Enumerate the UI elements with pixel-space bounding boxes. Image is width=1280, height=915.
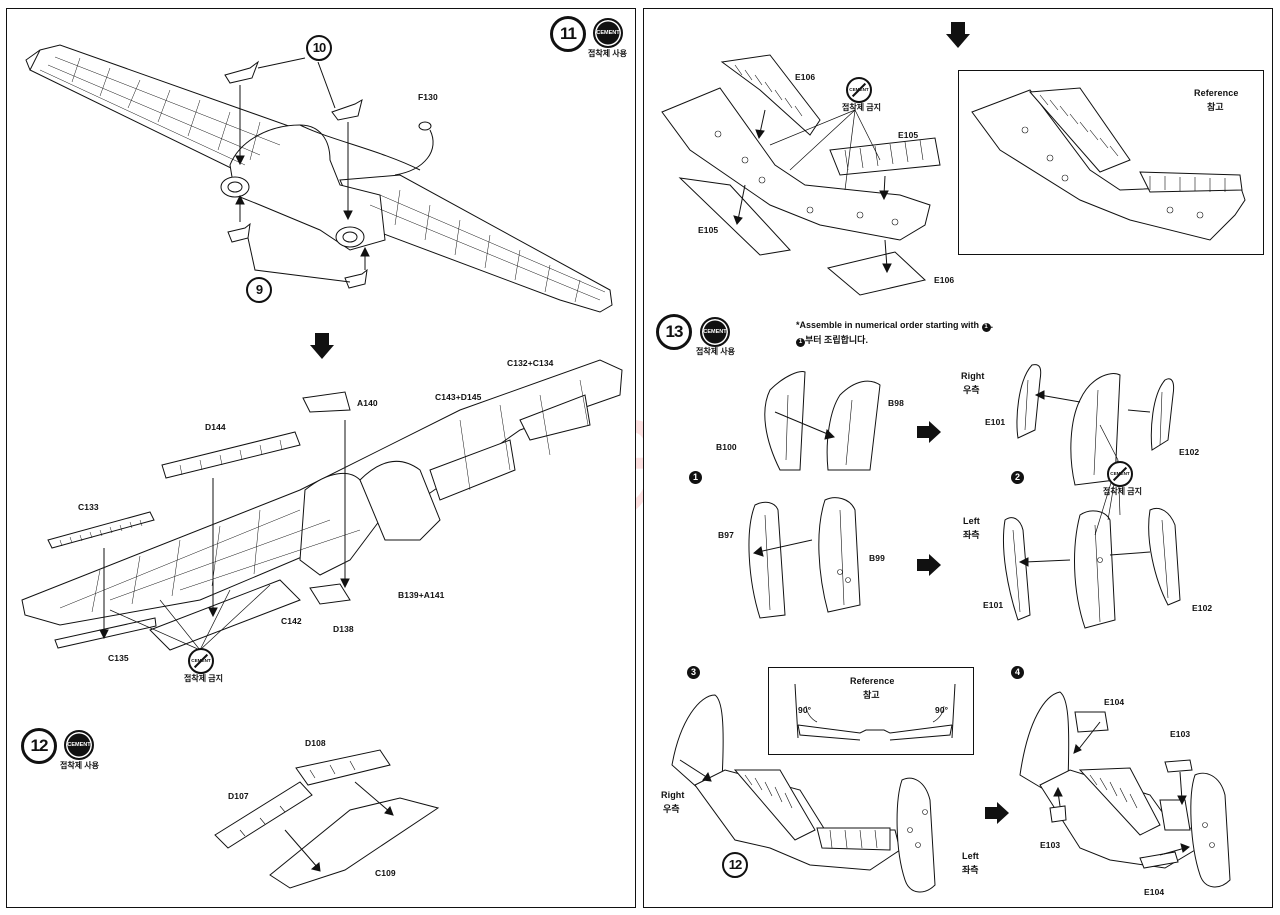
part-label-E104-bottom: E104 <box>1144 887 1165 897</box>
part-label-B97: B97 <box>718 530 734 540</box>
reference-box <box>958 70 1264 255</box>
right-arrow-icon <box>917 554 941 576</box>
part-label-B100: B100 <box>716 442 737 452</box>
bullet-1-icon: 1 <box>689 471 702 484</box>
step-12-number: 12 <box>21 728 57 764</box>
part-label-D138: D138 <box>333 624 354 634</box>
step-13-number: 13 <box>656 314 692 350</box>
cement-icon: CEMENT <box>64 730 94 760</box>
substep-9-number: 9 <box>246 277 272 303</box>
reference-title: Reference <box>1194 88 1239 98</box>
part-label-E103-top: E103 <box>1170 729 1191 739</box>
part-label-C132-C134: C132+C134 <box>507 358 554 368</box>
left-label-top-ko: 좌측 <box>963 530 980 540</box>
part-label-D108: D108 <box>305 738 326 748</box>
part-label-E105-left: E105 <box>698 225 719 235</box>
bullet-4-icon: 4 <box>1011 666 1024 679</box>
cement-caption: 접착제 사용 <box>60 761 100 770</box>
bullet-1-icon: 1 <box>981 323 991 332</box>
part-label-C135: C135 <box>108 653 129 663</box>
no-cement-caption: 접착제 금지 <box>1103 487 1143 496</box>
part-label-C109: C109 <box>375 868 396 878</box>
left-label-top: Left <box>963 516 980 526</box>
part-label-B139-A141: B139+A141 <box>398 590 445 600</box>
next-arrow-down-icon <box>310 333 334 359</box>
part-label-A140: A140 <box>357 398 378 408</box>
cement-caption: 접착제 사용 <box>696 347 736 356</box>
part-label-F130: F130 <box>418 92 438 102</box>
no-cement-icon: CEMENT <box>1107 461 1133 487</box>
left-label-bottom-ko: 좌측 <box>962 865 979 875</box>
part-label-E105-right: E105 <box>898 130 919 140</box>
step-11-number: 11 <box>550 16 586 52</box>
cement-icon: CEMENT <box>700 317 730 347</box>
cement-icon: CEMENT <box>593 18 623 48</box>
part-label-E101-bottom: E101 <box>983 600 1004 610</box>
part-label-B98: B98 <box>888 398 904 408</box>
right-arrow-icon <box>917 421 941 443</box>
substep-12-number: 12 <box>722 852 748 878</box>
part-label-C142: C142 <box>281 616 302 626</box>
substep-10-number: 10 <box>306 35 332 61</box>
left-label-bottom: Left <box>962 851 979 861</box>
right-label-bottom-ko: 우측 <box>663 804 680 814</box>
right-arrow-icon <box>985 802 1009 824</box>
angle-label-left: 90° <box>798 705 812 715</box>
reference-angle-subtitle: 참고 <box>863 690 880 700</box>
part-label-C133: C133 <box>78 502 99 512</box>
part-label-D107: D107 <box>228 791 249 801</box>
part-label-E102-top: E102 <box>1179 447 1200 457</box>
part-label-E102-bottom: E102 <box>1192 603 1213 613</box>
part-label-D144: D144 <box>205 422 226 432</box>
bullet-3-icon: 3 <box>687 666 700 679</box>
part-label-E106-top: E106 <box>795 72 816 82</box>
next-arrow-down-icon <box>946 22 970 48</box>
part-label-C143-D145: C143+D145 <box>435 392 482 402</box>
no-cement-caption: 접착제 금지 <box>184 674 224 683</box>
reference-angle-title: Reference <box>850 676 895 686</box>
assembly-note-line1: *Assemble in numerical order starting wi… <box>796 320 994 332</box>
no-cement-icon: CEMENT <box>188 648 214 674</box>
bullet-2-icon: 2 <box>1011 471 1024 484</box>
part-label-E103-bottom: E103 <box>1040 840 1061 850</box>
part-label-E106-bottom: E106 <box>934 275 955 285</box>
no-cement-icon: CEMENT <box>846 77 872 103</box>
cement-caption: 접착제 사용 <box>588 49 628 58</box>
right-label-top-ko: 우측 <box>963 385 980 395</box>
bullet-1-icon: 1 <box>796 338 805 347</box>
right-label-top: Right <box>961 371 985 381</box>
right-label-bottom: Right <box>661 790 685 800</box>
part-label-E101-top: E101 <box>985 417 1006 427</box>
reference-angle-box <box>768 667 974 755</box>
angle-label-right: 90° <box>935 705 949 715</box>
part-label-B99: B99 <box>869 553 885 563</box>
part-label-E104-top: E104 <box>1104 697 1125 707</box>
no-cement-caption: 접착제 금지 <box>842 103 882 112</box>
reference-subtitle: 참고 <box>1207 102 1224 112</box>
